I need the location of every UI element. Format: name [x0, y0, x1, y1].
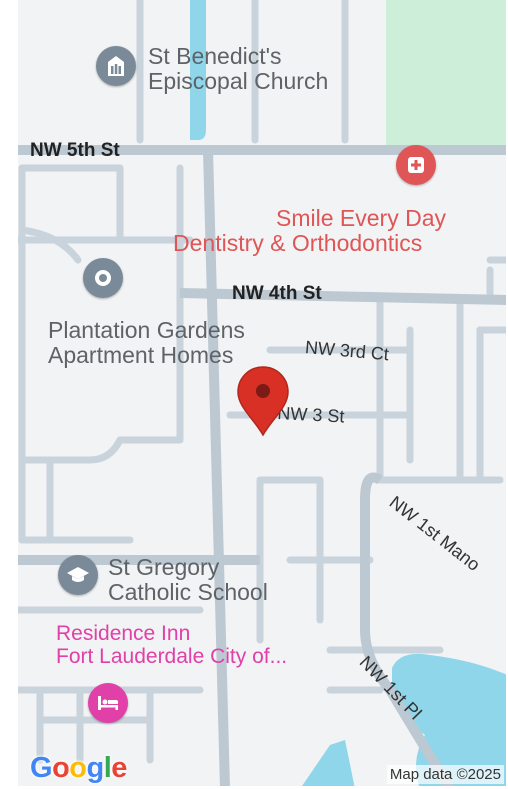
poi-apartments-line2: Apartment Homes	[48, 342, 234, 369]
dental-icon[interactable]	[396, 145, 436, 185]
poi-church-line1: St Benedict's	[148, 43, 282, 69]
pin-glyph	[237, 366, 289, 437]
dental-glyph	[408, 157, 424, 173]
google-logo: Google	[30, 752, 127, 785]
school-glyph	[67, 567, 89, 582]
poi-apartments-label[interactable]: Plantation Gardens Apartment Homes	[48, 317, 245, 369]
bed-glyph	[98, 696, 118, 710]
poi-hotel-line1: Residence Inn	[56, 622, 191, 645]
street-label-nw4th: NW 4th St	[232, 283, 322, 304]
poi-dentist-label[interactable]: Smile Every Day Dentistry & Orthodontics	[173, 205, 446, 257]
poi-hotel-label[interactable]: Residence Inn Fort Lauderdale City of...	[56, 622, 287, 668]
poi-school-line2: Catholic School	[108, 579, 268, 606]
map-pin-icon[interactable]	[236, 365, 290, 442]
park-area	[386, 0, 508, 146]
map-attribution[interactable]: Map data ©2025	[386, 765, 504, 784]
google-logo-letter: g	[86, 752, 105, 784]
google-logo-letter: G	[30, 752, 53, 784]
left-border	[0, 0, 18, 789]
church-glyph	[108, 56, 124, 76]
poi-hotel-line2: Fort Lauderdale City of...	[56, 645, 288, 669]
google-logo-letter: o	[52, 752, 70, 784]
hotel-icon[interactable]	[88, 683, 128, 723]
local-roads	[14, 0, 508, 764]
location-glyph	[95, 270, 111, 286]
street-label-nw5th: NW 5th St	[30, 140, 120, 161]
poi-church-label[interactable]: St Benedict's Episcopal Church	[148, 43, 329, 95]
school-icon[interactable]	[58, 555, 98, 595]
major-roads	[18, 145, 508, 789]
church-icon[interactable]	[96, 46, 136, 86]
poi-school-label[interactable]: St Gregory Catholic School	[108, 554, 268, 606]
canal	[190, 0, 206, 140]
poi-apartments-line1: Plantation Gardens	[48, 317, 245, 343]
poi-church-line2: Episcopal Church	[148, 68, 329, 95]
lake	[392, 653, 508, 789]
location-icon[interactable]	[83, 258, 123, 298]
poi-dentist-line2: Dentistry & Orthodontics	[173, 230, 423, 257]
poi-school-line1: St Gregory	[108, 554, 220, 580]
google-logo-letter: l	[103, 752, 112, 784]
google-logo-letter: e	[111, 752, 127, 784]
poi-dentist-line1: Smile Every Day	[276, 205, 446, 231]
pond	[300, 740, 355, 789]
bottom-border	[0, 786, 508, 789]
right-border	[506, 0, 508, 789]
google-logo-letter: o	[69, 752, 87, 784]
